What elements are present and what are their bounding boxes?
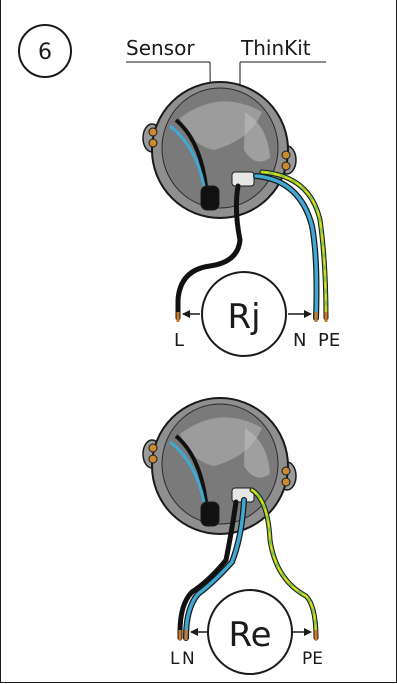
screw-icon — [148, 127, 291, 171]
badge-re: Re — [190, 589, 312, 675]
badge-re-text: Re — [228, 615, 271, 655]
thinkit-label: ThinKit — [240, 36, 311, 60]
junction-box-re — [142, 397, 297, 535]
wires-rj — [175, 169, 329, 322]
terminal-label-n: N — [182, 649, 195, 669]
sensor-label-group: Sensor — [126, 36, 212, 186]
wires-re — [177, 487, 319, 641]
sensor-label: Sensor — [126, 36, 195, 60]
step-number: 6 — [38, 40, 52, 65]
junction-box-rj — [142, 81, 297, 219]
step-badge: 6 — [18, 24, 72, 78]
screw-icon — [148, 443, 291, 487]
terminal-label-l: L — [170, 649, 180, 669]
badge-rj: Rj — [182, 271, 312, 357]
terminal-label-pe: PE — [318, 330, 340, 351]
badge-rj-text: Rj — [227, 297, 260, 337]
terminal-label-n: N — [293, 330, 306, 351]
terminal-label-pe: PE — [302, 649, 323, 669]
terminal-label-l: L — [174, 330, 184, 351]
